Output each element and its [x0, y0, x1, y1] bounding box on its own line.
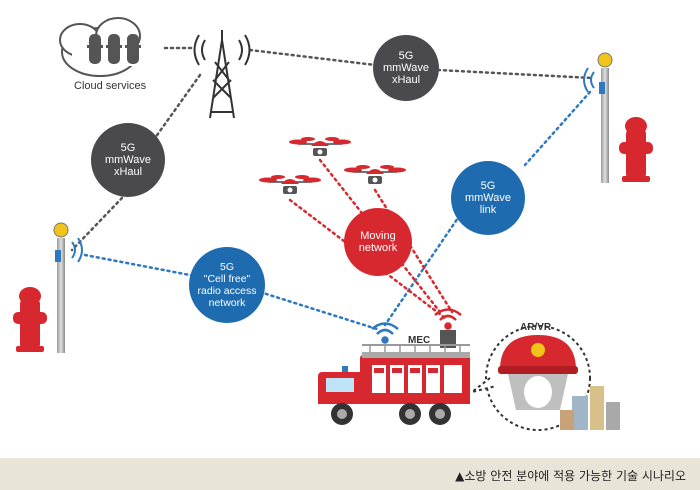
- bubble-line: mmWave: [382, 62, 430, 74]
- tower-to-xhaul-left-link: [148, 73, 202, 147]
- moving-network-label: Moving network: [344, 208, 412, 276]
- radio-links: [83, 90, 592, 332]
- drone-icon: [344, 165, 406, 184]
- bubble-line: 5G: [219, 261, 234, 273]
- mec-label: MEC: [408, 335, 431, 346]
- cloud-services-label: Cloud services: [74, 80, 147, 92]
- right-pole-icon: [583, 52, 613, 183]
- fire-truck-icon: [318, 330, 473, 425]
- bubble-line: mmWave: [464, 192, 512, 204]
- diagram-canvas: [13, 17, 653, 431]
- xhaul-left-bubble: [91, 123, 165, 197]
- right-pole-to-mmwave-link: [523, 90, 592, 167]
- bubble-line: 5G: [398, 50, 414, 62]
- cellfree-to-truck-link: [258, 290, 382, 332]
- ar-vr-firefighter-icon: [471, 325, 591, 431]
- drone-icon: [259, 175, 321, 194]
- truck-antenna-red-icon: [434, 308, 462, 330]
- bubble-line: radio access: [197, 285, 257, 297]
- xhaul-top-label: 5G mmWave xHaul: [373, 35, 439, 101]
- drone-icon: [289, 137, 351, 156]
- scenario-diagram: Cloud services 5G mmWave xHaul 5G mmWave…: [13, 17, 653, 431]
- tower-to-xhaul-top-link: [248, 48, 377, 67]
- city-buildings-icon: [560, 386, 620, 430]
- figure-caption: ▲소방 안전 분야에 적용 가능한 기술 시나리오: [455, 469, 686, 483]
- left-hydrant-icon: [13, 287, 47, 352]
- left-pole-to-cellfree-link: [83, 253, 197, 278]
- right-hydrant-icon: [619, 117, 653, 182]
- xhaul-left-label: 5G mmWave xHaul: [91, 123, 165, 197]
- bubble-line: mmWave: [104, 154, 152, 166]
- moving-network-bubble: [344, 208, 412, 276]
- caption-bar: ▲소방 안전 분야에 적용 가능한 기술 시나리오: [0, 458, 700, 490]
- cell-tower-icon: [193, 30, 251, 119]
- bubble-line: "Cell free": [203, 273, 251, 285]
- mmwave-link-bubble: [451, 161, 525, 235]
- xhaul-links: [70, 46, 594, 252]
- cell-free-label: 5G "Cell free" radio access network: [189, 247, 265, 323]
- mmwave-link-label: 5G mmWave link: [451, 161, 525, 235]
- left-pole-icon: [53, 222, 83, 353]
- server-icon: [87, 34, 141, 64]
- bubble-line: network: [208, 297, 246, 309]
- ar-vr-label: AR/VR: [520, 322, 552, 333]
- bubble-line: network: [358, 242, 398, 254]
- bubble-line: Moving: [360, 230, 396, 242]
- bubble-line: xHaul: [113, 166, 143, 178]
- cell-free-bubble: [189, 247, 265, 323]
- xhaul-top-to-right-pole-link: [436, 68, 594, 80]
- bubble-line: link: [479, 204, 497, 216]
- bubble-line: 5G: [480, 180, 496, 192]
- truck-antenna-blue-icon: [371, 322, 399, 344]
- bubble-line: 5G: [120, 142, 136, 154]
- mmwave-to-truck-link: [383, 213, 462, 327]
- xhaul-top-bubble: [373, 35, 439, 101]
- bubble-line: xHaul: [391, 74, 421, 86]
